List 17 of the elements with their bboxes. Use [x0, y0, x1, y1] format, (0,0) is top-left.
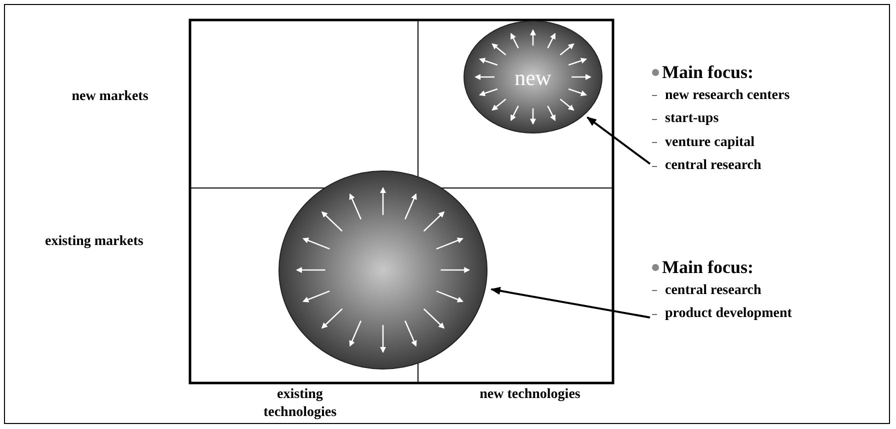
circle — [463, 20, 603, 134]
list-heading: Main focus: — [662, 258, 754, 276]
list-item: central research — [665, 284, 762, 298]
list-item: start-ups — [665, 112, 719, 126]
list-item: venture capital — [665, 136, 755, 150]
axis-label: new markets — [70, 88, 150, 106]
list-item: central research — [665, 159, 762, 174]
circle-label: new — [514, 64, 552, 92]
list-item: new research centers — [665, 88, 790, 103]
list-heading: Main focus: — [662, 63, 754, 81]
arrow — [490, 286, 650, 318]
axis-label: existing markets — [45, 233, 144, 251]
arrow — [586, 116, 651, 165]
axis-label: existing technologies — [262, 386, 338, 422]
list-item: product development — [665, 307, 792, 322]
circle — [278, 170, 488, 370]
axis-label: new technologies — [478, 386, 582, 404]
